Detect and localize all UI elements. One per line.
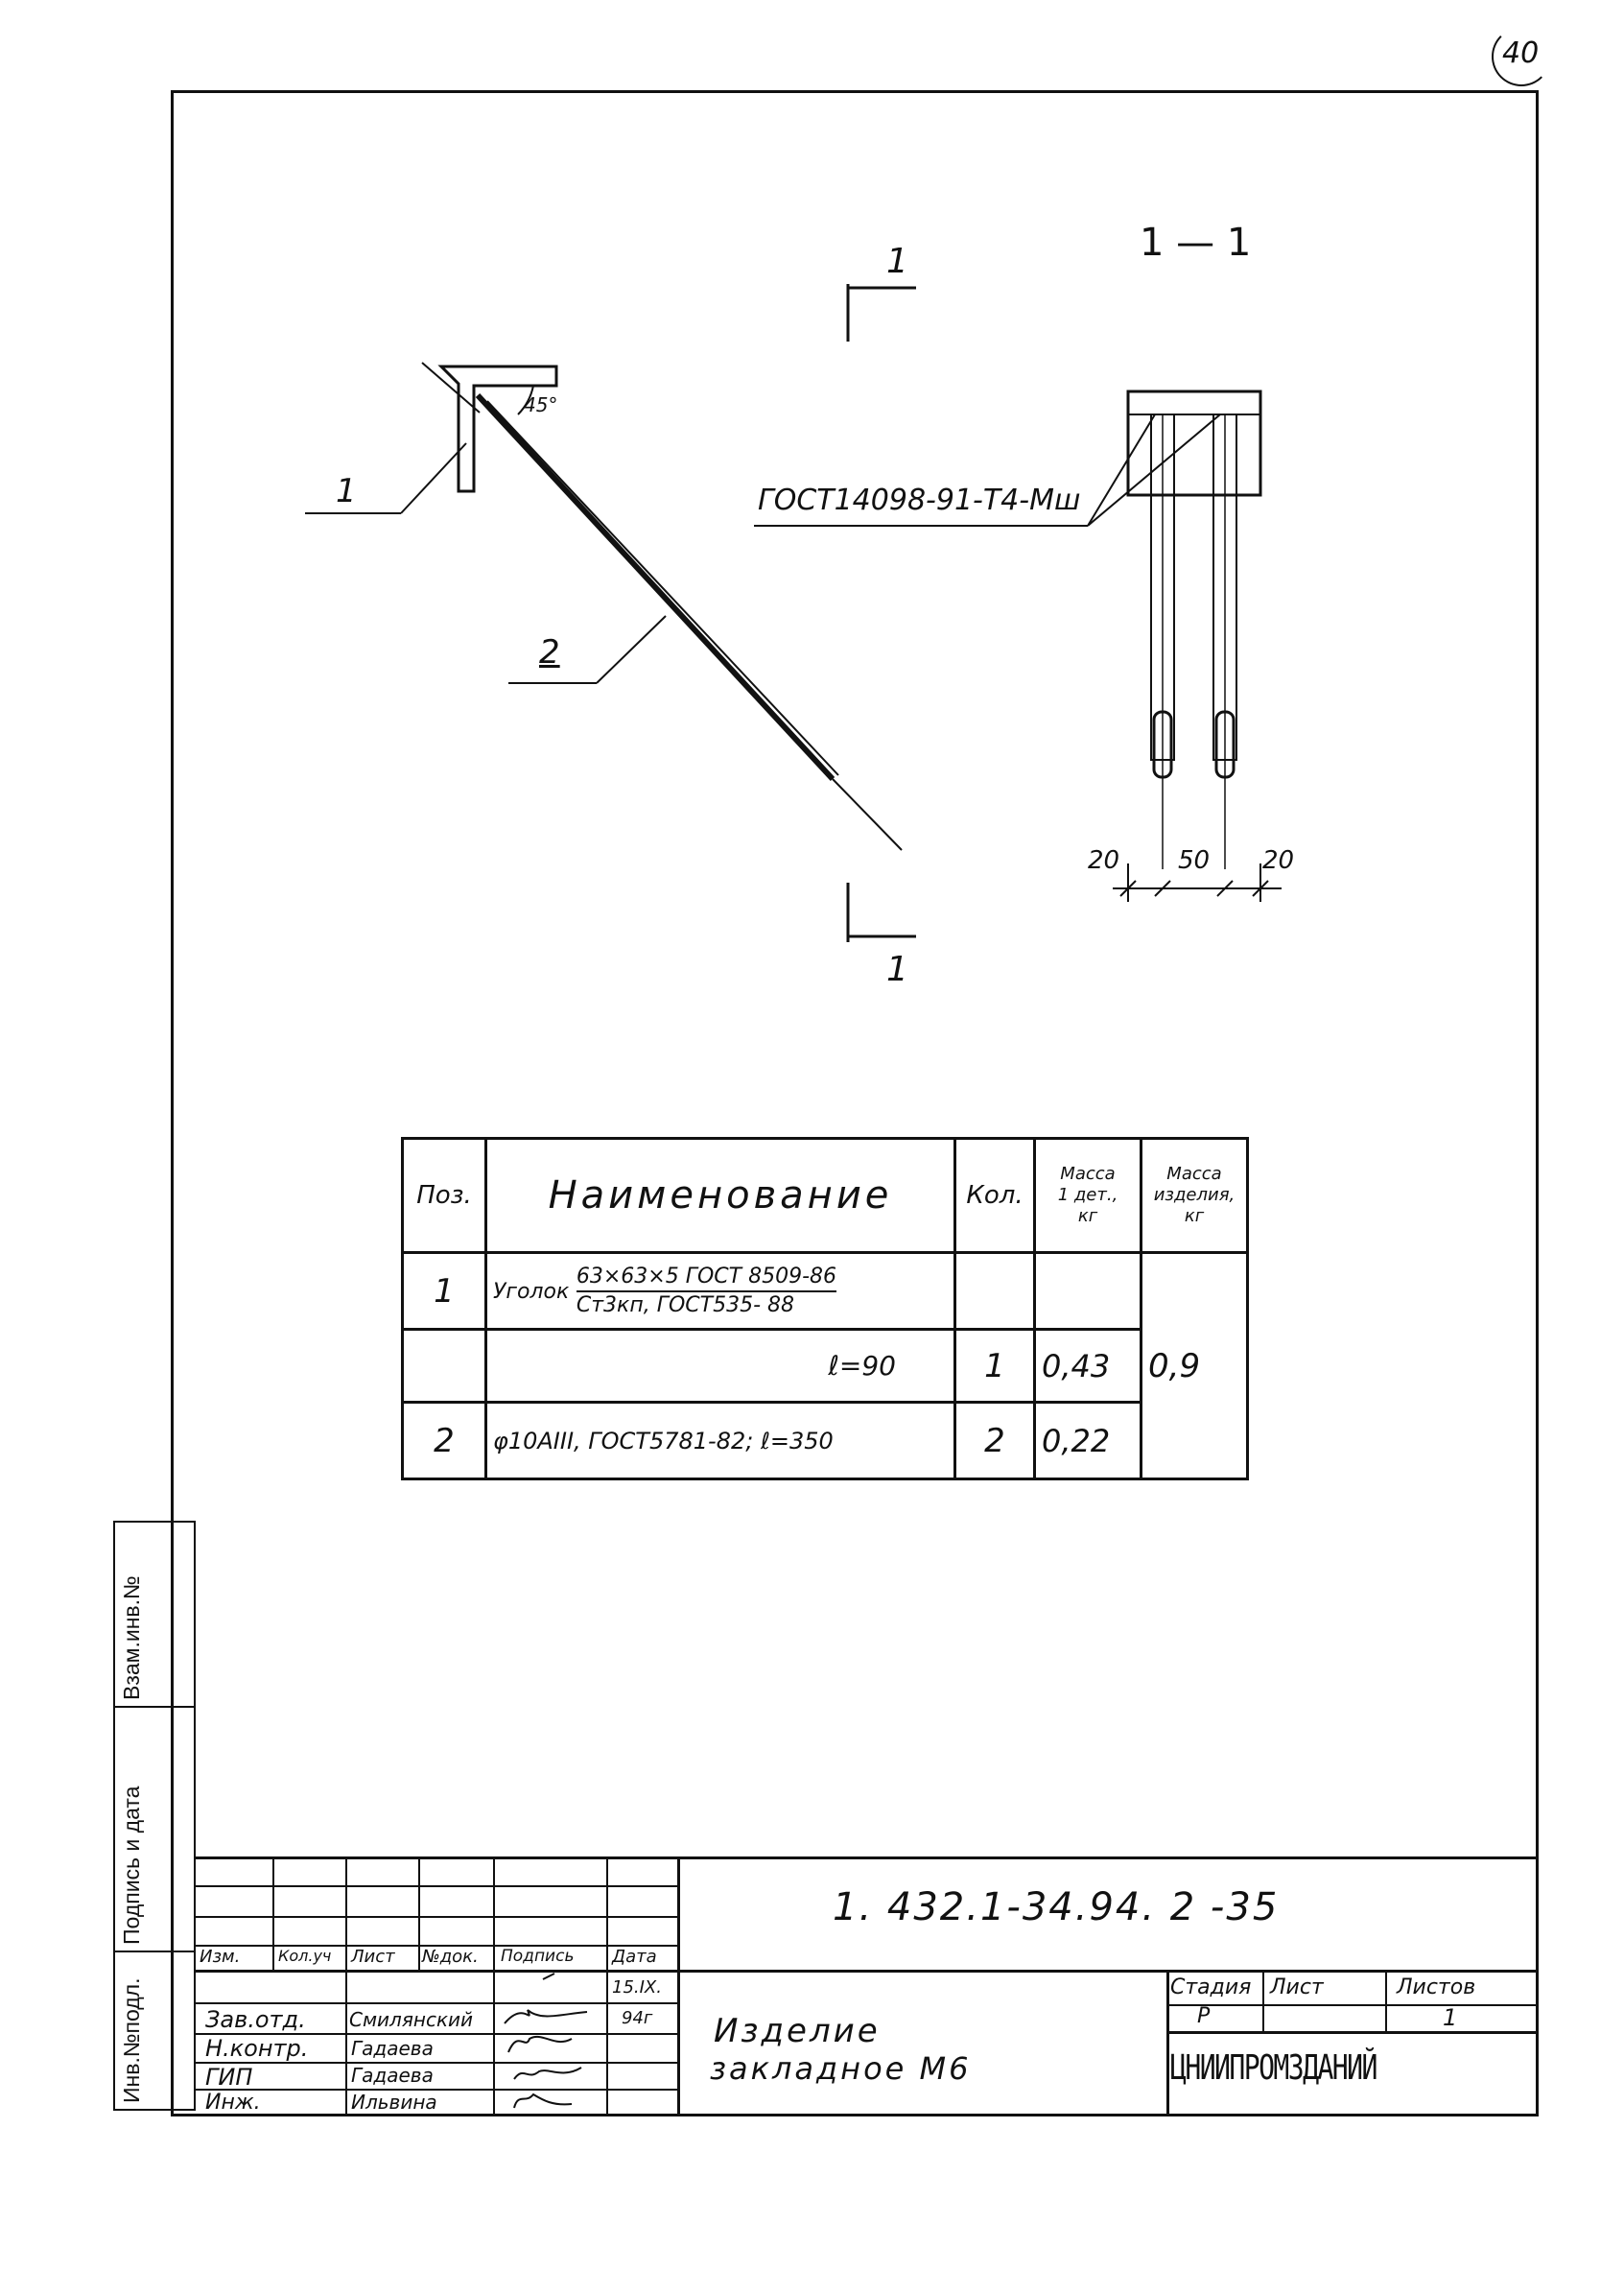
angle-axis <box>421 362 481 414</box>
role-norm: Н.контр. <box>205 2035 309 2062</box>
rod-line <box>475 392 836 782</box>
section-label-top: 1 <box>886 242 908 281</box>
row-1-qty <box>953 1251 1036 1331</box>
row-3-mass: 0,22 <box>1033 1401 1142 1480</box>
col-sheet: Лист <box>351 1947 395 1967</box>
header-pos: Поз. <box>401 1137 487 1254</box>
side-stamp: Взам.инв.№ Подпись и дата Инв.№подл. <box>113 1521 196 2111</box>
drawing-frame <box>171 90 1539 2116</box>
col-date: Дата <box>612 1947 657 1967</box>
role-gip: ГИП <box>205 2064 253 2091</box>
row-2-mass: 0,43 <box>1033 1328 1142 1404</box>
header-qty: Кол. <box>953 1137 1036 1254</box>
dimension-tick-1 <box>1119 880 1137 897</box>
rod-axis-extension <box>832 778 903 851</box>
row-3-qty: 2 <box>953 1401 1036 1480</box>
dimension-tick-3 <box>1216 880 1234 897</box>
callout-1-label: 1 <box>336 472 357 510</box>
total-mass: 0,9 <box>1140 1251 1249 1480</box>
name-head: Смилянский <box>349 2008 474 2031</box>
dimension-middle: 50 <box>1178 846 1211 875</box>
row-3-name: φ10АIII, ГОСТ5781-82; ℓ=350 <box>484 1401 956 1480</box>
page-number: 40 <box>1502 36 1540 70</box>
header-mass-part: Масса 1 дет., кг <box>1033 1137 1142 1254</box>
section-rod-left-end <box>1152 710 1173 779</box>
side-label-inventory: Инв.№подл. <box>119 1977 144 2104</box>
section-rod-right-end <box>1214 710 1236 779</box>
item-name-line2: закладное М6 <box>710 2050 972 2087</box>
header-name: Наименование <box>484 1137 956 1254</box>
title-block: 1. 432.1-34.94. 2 -35 Изм. Кол.уч Лист №… <box>196 1856 1536 2115</box>
section-label-bottom: 1 <box>886 950 908 989</box>
row-1-mass <box>1033 1251 1142 1331</box>
callout-1-leader <box>400 442 467 514</box>
col-qty: Кол.уч <box>278 1947 332 1965</box>
spec-header-row: Поз. Наименование Кол. Масса 1 дет., кг … <box>401 1137 1249 1254</box>
table-row: ℓ=90 1 0,43 <box>401 1328 1248 1404</box>
rod-line-edge <box>486 400 839 776</box>
name-gip: Гадаева <box>351 2064 434 2087</box>
doc-code: 1. 432.1-34.94. 2 -35 <box>833 1885 1280 1929</box>
role-eng: Инж. <box>205 2091 261 2115</box>
angle-label: 45° <box>524 393 558 416</box>
dimension-left: 20 <box>1088 846 1120 875</box>
row-2-qty: 1 <box>953 1328 1036 1404</box>
dimension-right: 20 <box>1262 846 1295 875</box>
row-2-name: ℓ=90 <box>484 1328 956 1404</box>
stage-label: Стадия <box>1170 1975 1252 1999</box>
dimension-tick-2 <box>1154 880 1171 897</box>
side-cell-signature: Подпись и дата <box>113 1706 196 1952</box>
role-head: Зав.отд. <box>205 2006 306 2033</box>
page-number-badge <box>1492 27 1551 86</box>
date-2: 94г <box>622 2008 653 2028</box>
callout-2-leader <box>596 615 667 684</box>
col-signature: Подпись <box>501 1947 575 1966</box>
row-3-pos: 2 <box>401 1401 487 1480</box>
header-mass-item: Масса изделия, кг <box>1140 1137 1249 1254</box>
angle-profile <box>437 365 558 493</box>
side-label-replacement: Взам.инв.№ <box>119 1575 144 1700</box>
row-2-pos <box>401 1328 487 1404</box>
side-cell-replacement: Взам.инв.№ <box>113 1521 196 1708</box>
name-eng: Ильвина <box>351 2091 437 2114</box>
name-norm: Гадаева <box>351 2037 434 2060</box>
sheets-value: 1 <box>1443 2004 1458 2031</box>
side-cell-inventory: Инв.№подл. <box>113 1951 196 2111</box>
organization: ЦНИИПРОМЗДАНИЙ <box>1170 2048 1377 2088</box>
specification-table: Поз. Наименование Кол. Масса 1 дет., кг … <box>401 1137 1249 1480</box>
col-change: Изм. <box>200 1947 241 1967</box>
item-name-line1: Изделие <box>714 2012 881 2050</box>
side-label-signature: Подпись и дата <box>119 1785 144 1945</box>
table-row: 2 φ10АIII, ГОСТ5781-82; ℓ=350 2 0,22 <box>401 1401 1248 1480</box>
weld-leader-2 <box>1087 414 1221 527</box>
sheet-label: Лист <box>1270 1975 1324 1999</box>
callout-2-label: 2 <box>539 633 560 672</box>
sheets-label: Листов <box>1397 1975 1476 1999</box>
section-title: 1 — 1 <box>1140 221 1252 265</box>
row-1-pos: 1 <box>401 1251 487 1331</box>
date-1: 15.IX. <box>612 1977 662 1998</box>
angle-arc <box>517 385 534 415</box>
col-docnum: №док. <box>422 1947 479 1967</box>
dimension-tick-4 <box>1252 880 1269 897</box>
signature-scribbles <box>504 1973 588 2109</box>
stage-value: Р <box>1197 2004 1211 2028</box>
section-plate <box>1126 390 1262 497</box>
weld-leader-1 <box>1087 414 1156 527</box>
weld-note: ГОСТ14098-91-Т4-Мш <box>758 484 1081 517</box>
